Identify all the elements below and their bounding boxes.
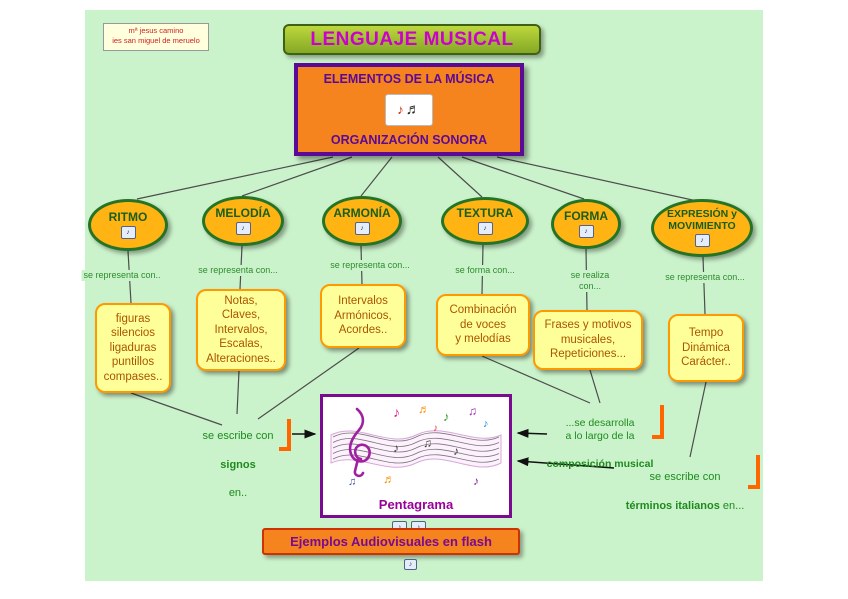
node-textura: TEXTURA ♪	[441, 197, 529, 245]
node-armonia: ARMONÍA ♪	[322, 196, 402, 246]
root-top-label: ELEMENTOS DE LA MÚSICA	[323, 72, 495, 86]
svg-text:♫: ♫	[468, 404, 477, 418]
svg-text:♪: ♪	[453, 444, 459, 458]
root-bottom-label: ORGANIZACIÓN SONORA	[330, 133, 488, 147]
link-phrase-melodia: se representa con...	[196, 265, 280, 276]
resource-icon[interactable]: ♪	[120, 225, 136, 239]
orange-bracket	[279, 419, 291, 451]
node-melodia: MELODÍA ♪	[202, 196, 284, 246]
annotation-terminos: se escribe con términos italianos en...	[625, 471, 745, 512]
annotation-signos: se escribe con signos en..	[202, 430, 274, 500]
svg-text:♪: ♪	[433, 423, 438, 434]
root-node-elementos: ELEMENTOS DE LA MÚSICA ♪♬ ORGANIZACIÓN S…	[294, 63, 524, 156]
node-textura-label: TEXTURA	[456, 206, 514, 221]
link-phrase-expresion: se representa con...	[663, 272, 747, 283]
node-ritmo: RITMO ♪	[88, 199, 168, 251]
page-title: LENGUAJE MUSICAL	[283, 24, 541, 55]
music-clipart-icon: ♪♬	[385, 93, 433, 126]
svg-text:♫: ♫	[348, 476, 356, 488]
ejemplos-flash-link[interactable]: Ejemplos Audiovisuales en flash	[262, 528, 520, 555]
staff-artwork: ♪ ♬ ♪ ♫ ♪ ♪ ♪ ♫ ♪ ♫ ♬ ♪	[330, 402, 502, 488]
resource-icon[interactable]: ♪	[404, 559, 417, 570]
author-name: mª jesus camino	[128, 26, 184, 35]
link-phrase-forma: se realiza con...	[568, 270, 612, 292]
content-box-textura: Combinación de voces y melodías	[436, 294, 530, 356]
node-expresion-label: EXPRESIÓN y MOVIMIENTO	[666, 208, 738, 232]
svg-text:♬: ♬	[418, 402, 430, 416]
content-box-forma: Frases y motivos musicales, Repeticiones…	[533, 310, 643, 370]
svg-text:♪: ♪	[473, 474, 479, 488]
content-box-armonia: Intervalos Armónicos, Acordes..	[320, 284, 406, 348]
node-expresion: EXPRESIÓN y MOVIMIENTO ♪	[651, 199, 753, 257]
link-phrase-textura: se forma con...	[453, 265, 517, 276]
content-box-melodia: Notas, Claves, Intervalos, Escalas, Alte…	[196, 289, 286, 371]
resource-icon[interactable]: ♪	[477, 221, 493, 235]
pentagrama-image: ♪ ♬ ♪ ♫ ♪ ♪ ♪ ♫ ♪ ♫ ♬ ♪ Pentagrama	[320, 394, 512, 518]
node-forma: FORMA ♪	[551, 199, 621, 249]
svg-text:♪: ♪	[443, 409, 450, 424]
content-box-expresion: Tempo Dinámica Carácter..	[668, 314, 744, 382]
resource-icon[interactable]: ♪	[235, 221, 251, 235]
pentagrama-label: Pentagrama	[378, 497, 454, 512]
resource-icon[interactable]: ♪	[694, 233, 710, 247]
resource-icon[interactable]: ♪	[578, 224, 594, 238]
orange-bracket	[652, 405, 664, 439]
svg-text:♪: ♪	[393, 441, 399, 455]
svg-text:♪: ♪	[483, 418, 489, 430]
svg-text:♫: ♫	[423, 436, 432, 450]
content-box-ritmo: figuras silencios ligaduras puntillos co…	[95, 303, 171, 393]
node-forma-label: FORMA	[564, 209, 608, 224]
link-phrase-ritmo: se representa con..	[81, 270, 163, 281]
author-school: ies san miguel de meruelo	[112, 36, 200, 46]
svg-text:♪: ♪	[393, 404, 400, 420]
author-credit: mª jesus camino ies san miguel de meruel…	[103, 23, 209, 51]
svg-text:♬: ♬	[383, 472, 395, 486]
orange-bracket	[748, 455, 760, 489]
node-melodia-label: MELODÍA	[215, 206, 271, 221]
node-ritmo-label: RITMO	[108, 210, 148, 225]
resource-icon[interactable]: ♪	[354, 221, 370, 235]
node-armonia-label: ARMONÍA	[333, 206, 391, 221]
link-phrase-armonia: se representa con...	[328, 260, 412, 271]
